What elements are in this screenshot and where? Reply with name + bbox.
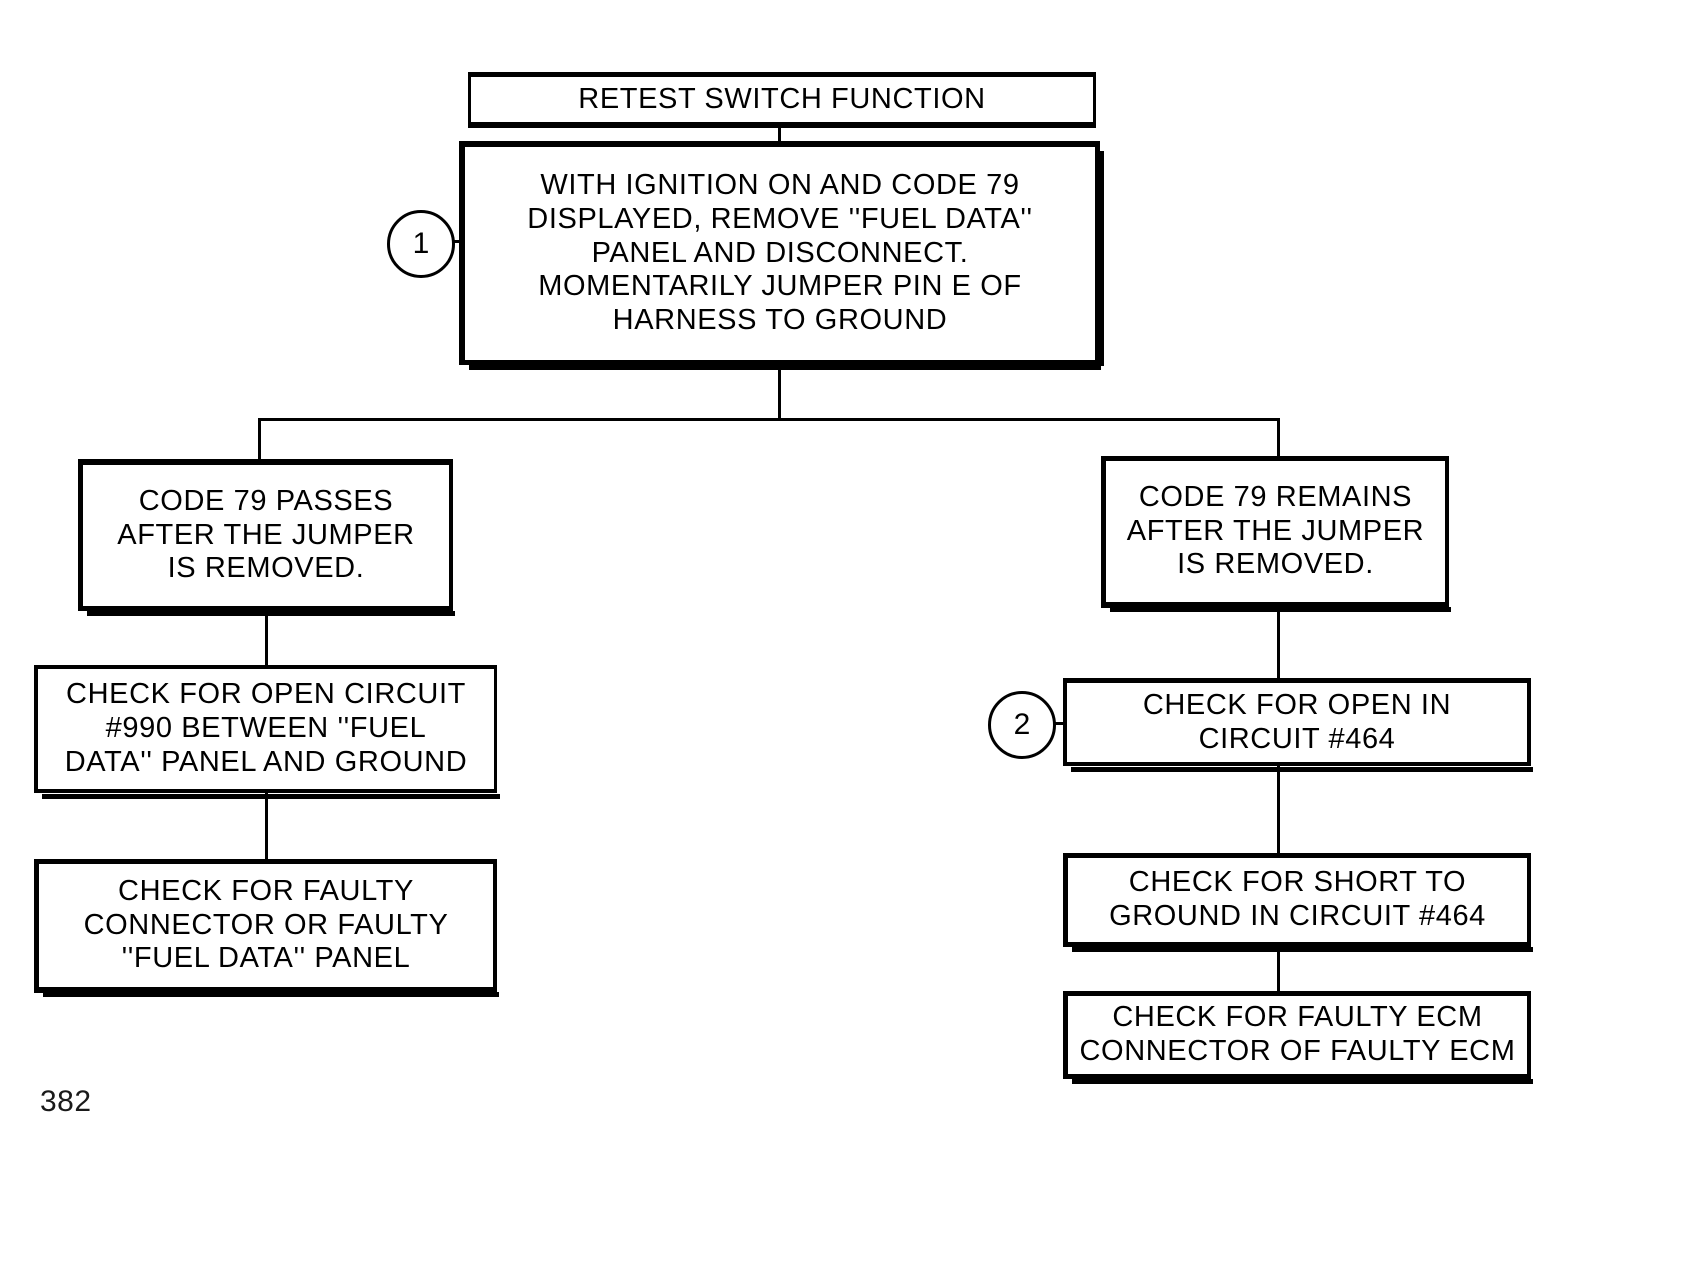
- right-action-short-to-ground-text: CHECK FOR SHORT TO GROUND IN CIRCUIT #46…: [1109, 866, 1486, 932]
- connector-right-cond-to-action1: [1277, 607, 1280, 680]
- right-action-open-circuit-text: CHECK FOR OPEN IN CIRCUIT #464: [1142, 688, 1452, 755]
- page-number: 382: [40, 1085, 92, 1118]
- step-1-marker-stub: [448, 240, 464, 243]
- connector-left-action1-to-action2: [265, 792, 268, 861]
- connector-bus-to-left-cond: [258, 418, 261, 460]
- left-action-faulty-connector-text: CHECK FOR FAULTY CONNECTOR OR FAULTY ''F…: [83, 874, 449, 975]
- right-action-faulty-ecm-text: CHECK FOR FAULTY ECM CONNECTOR OF FAULTY…: [1079, 1001, 1516, 1067]
- step-2-marker: 2: [988, 691, 1056, 759]
- flowchart-title-text: RETEST SWITCH FUNCTION: [578, 82, 986, 115]
- right-condition-box: CODE 79 REMAINS AFTER THE JUMPER IS REMO…: [1101, 456, 1451, 612]
- right-condition-text: CODE 79 REMAINS AFTER THE JUMPER IS REMO…: [1126, 480, 1425, 581]
- flowchart-title-box: RETEST SWITCH FUNCTION: [468, 72, 1096, 128]
- connector-right-action2-to-action3: [1277, 946, 1280, 993]
- step-2-marker-label: 2: [1013, 708, 1031, 741]
- step-2-marker-stub: [1050, 722, 1066, 725]
- connector-right-action1-to-action2: [1277, 765, 1280, 855]
- left-action-open-circuit-box: CHECK FOR OPEN CIRCUIT #990 BETWEEN ''FU…: [34, 665, 500, 799]
- connector-title-to-step1: [778, 126, 781, 144]
- step-1-instruction-text: WITH IGNITION ON AND CODE 79 DISPLAYED, …: [527, 168, 1033, 337]
- connector-split-bus: [258, 418, 1279, 421]
- connector-bus-to-right-cond: [1277, 418, 1280, 458]
- step-1-instruction-box: WITH IGNITION ON AND CODE 79 DISPLAYED, …: [459, 141, 1104, 370]
- connector-left-cond-to-action1: [265, 610, 268, 667]
- right-action-faulty-ecm-box: CHECK FOR FAULTY ECM CONNECTOR OF FAULTY…: [1063, 991, 1533, 1084]
- left-condition-box: CODE 79 PASSES AFTER THE JUMPER IS REMOV…: [78, 459, 455, 616]
- left-condition-text: CODE 79 PASSES AFTER THE JUMPER IS REMOV…: [117, 484, 415, 585]
- right-action-open-circuit-box: CHECK FOR OPEN IN CIRCUIT #464: [1063, 678, 1533, 772]
- connector-step1-down: [778, 365, 781, 420]
- left-action-faulty-connector-box: CHECK FOR FAULTY CONNECTOR OR FAULTY ''F…: [34, 859, 499, 997]
- step-1-marker: 1: [387, 210, 455, 278]
- step-1-marker-label: 1: [412, 227, 430, 260]
- left-action-open-circuit-text: CHECK FOR OPEN CIRCUIT #990 BETWEEN ''FU…: [64, 678, 468, 778]
- right-action-short-to-ground-box: CHECK FOR SHORT TO GROUND IN CIRCUIT #46…: [1063, 853, 1533, 952]
